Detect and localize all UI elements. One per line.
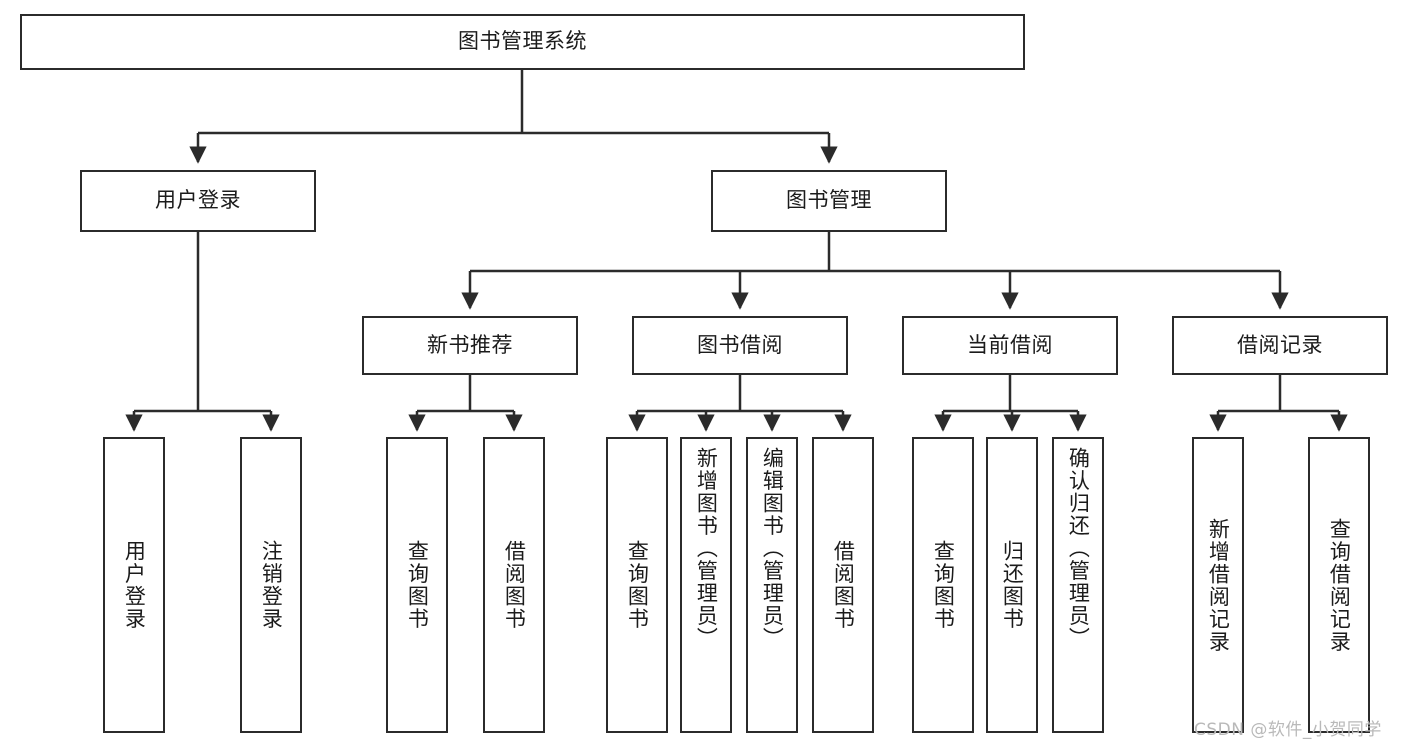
node-borrow-record[interactable]: 借阅记录 (1172, 316, 1388, 375)
watermark: CSDN @软件_小贺同学 (1194, 720, 1382, 740)
node-current-borrow[interactable]: 当前借阅 (902, 316, 1118, 375)
node-leaf-query-book-1[interactable]: 查询图书 (386, 437, 448, 733)
node-user-login[interactable]: 用户登录 (80, 170, 316, 232)
node-label: 用户登录 (155, 188, 241, 213)
node-label: 查询图书 (625, 540, 650, 630)
node-leaf-borrow-book-1[interactable]: 借阅图书 (483, 437, 545, 733)
node-new-book-recommend[interactable]: 新书推荐 (362, 316, 578, 375)
node-label: 借阅图书 (502, 540, 527, 630)
node-leaf-query-book-2[interactable]: 查询图书 (606, 437, 668, 733)
edge-record-to-leaves (1209, 375, 1348, 432)
node-leaf-confirm-return-admin[interactable]: 确认归还（管理员） (1052, 437, 1104, 733)
node-label: 新书推荐 (427, 332, 513, 357)
edge-current-to-leaves (934, 375, 1087, 432)
node-label: 借阅记录 (1237, 332, 1323, 357)
node-label: 当前借阅 (967, 332, 1053, 357)
node-book-management[interactable]: 图书管理 (711, 170, 947, 232)
node-leaf-query-book-3[interactable]: 查询图书 (912, 437, 974, 733)
node-book-borrow[interactable]: 图书借阅 (632, 316, 848, 375)
node-label: 图书管理 (786, 188, 872, 213)
node-label: 归还图书 (1000, 540, 1025, 630)
node-leaf-add-book-admin[interactable]: 新增图书（管理员） (680, 437, 732, 733)
node-label: 用户登录 (122, 540, 147, 630)
node-label: 图书借阅 (697, 332, 783, 357)
node-leaf-borrow-book-2[interactable]: 借阅图书 (812, 437, 874, 733)
node-leaf-query-borrow-record[interactable]: 查询借阅记录 (1308, 437, 1370, 733)
node-label: 编辑图书（管理员） (760, 447, 785, 650)
node-leaf-user-login[interactable]: 用户登录 (103, 437, 165, 733)
node-leaf-edit-book-admin[interactable]: 编辑图书（管理员） (746, 437, 798, 733)
node-leaf-return-book[interactable]: 归还图书 (986, 437, 1038, 733)
node-label: 确认归还（管理员） (1066, 447, 1091, 650)
node-leaf-add-borrow-record[interactable]: 新增借阅记录 (1192, 437, 1244, 733)
node-label: 新增图书（管理员） (694, 447, 719, 650)
edge-newbook-to-leaves (408, 375, 523, 432)
node-label: 图书管理系统 (458, 29, 587, 54)
edge-root-to-level2 (189, 70, 838, 164)
node-label: 查询图书 (931, 540, 956, 630)
node-label: 新增借阅记录 (1206, 517, 1231, 653)
node-label: 查询借阅记录 (1327, 517, 1352, 653)
node-leaf-logout[interactable]: 注销登录 (240, 437, 302, 733)
node-label: 注销登录 (259, 540, 284, 630)
edge-borrow-to-leaves (628, 375, 852, 432)
node-label: 查询图书 (405, 540, 430, 630)
node-label: 借阅图书 (831, 540, 856, 630)
edge-userlogin-to-leaves (125, 232, 280, 432)
edge-bookmgmt-to-level3 (461, 232, 1289, 310)
node-root-system[interactable]: 图书管理系统 (20, 14, 1025, 70)
